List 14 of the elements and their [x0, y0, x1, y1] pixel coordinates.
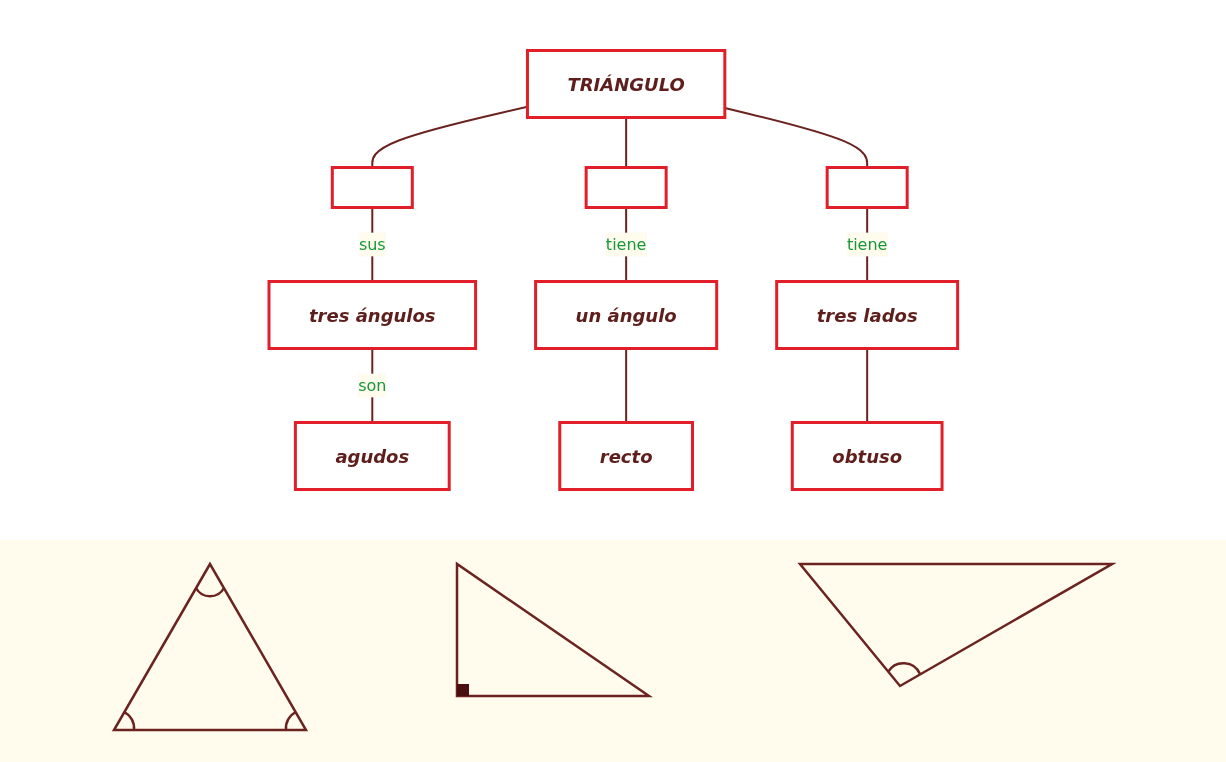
node-box: tres ángulos — [267, 280, 477, 350]
edge-label: tiene — [605, 234, 647, 254]
node-box: recto — [557, 421, 694, 491]
edge-label: sus — [358, 234, 386, 254]
node-box: agudos — [293, 421, 451, 491]
node-box: obtuso — [790, 421, 944, 491]
node-box — [584, 166, 668, 209]
edge-label: tiene — [846, 234, 888, 254]
node-box — [330, 166, 414, 209]
node-box — [825, 166, 909, 209]
node-box: tres lados — [774, 280, 959, 350]
edge-label: son — [357, 375, 387, 395]
node-box: TRIÁNGULO — [525, 49, 726, 119]
node-box: un ángulo — [533, 280, 718, 350]
